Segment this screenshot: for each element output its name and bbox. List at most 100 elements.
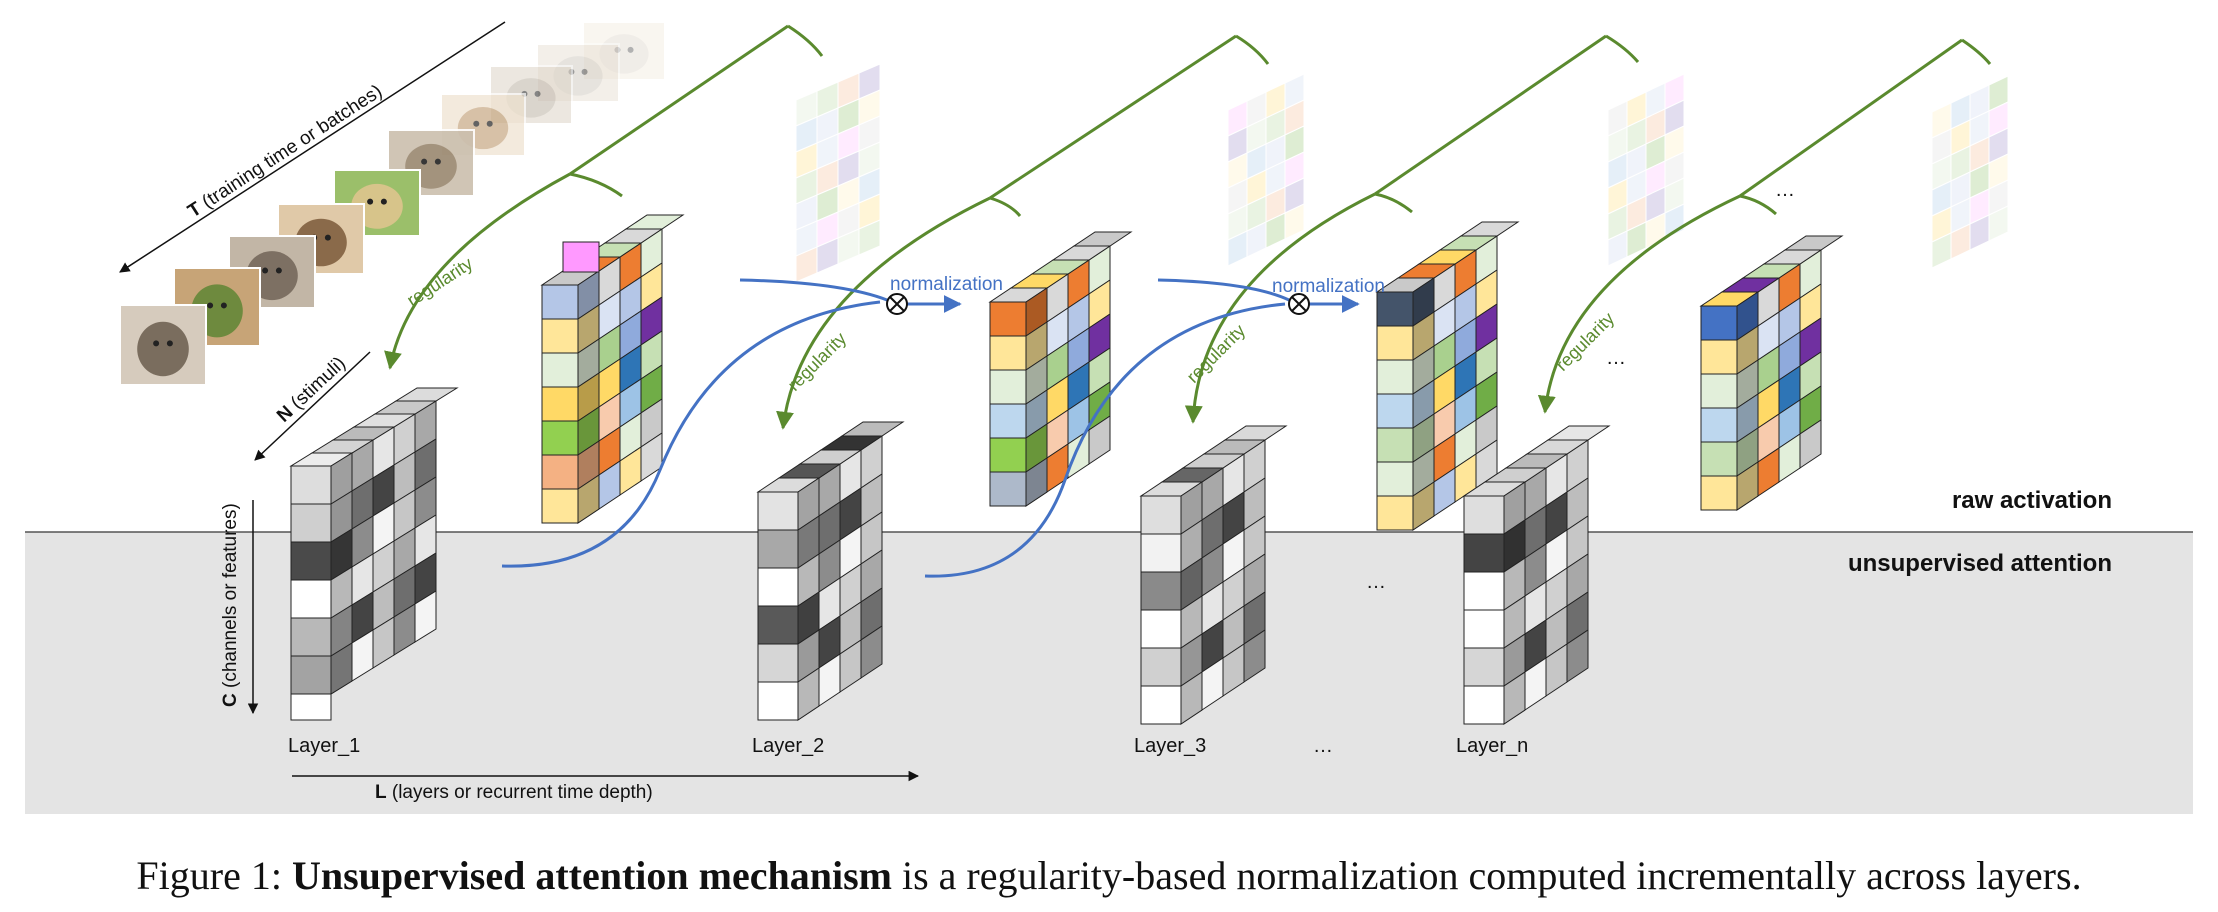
stimuli-image-stack — [119, 21, 666, 386]
faded-cell — [795, 90, 818, 127]
faded-cell — [858, 115, 881, 152]
faded-cell — [816, 237, 839, 274]
faded-cell — [1931, 180, 1952, 217]
faded-cell — [1246, 221, 1267, 258]
regularity-curve — [787, 24, 824, 57]
faded-cell — [1988, 75, 2009, 112]
block-cell — [989, 301, 1027, 337]
block-cell — [989, 369, 1027, 405]
figure-caption: Figure 1: Unsupervised attention mechani… — [0, 852, 2218, 899]
faded-cell — [1969, 136, 1990, 173]
block-cell — [290, 541, 332, 581]
faded-cell — [1645, 82, 1666, 119]
block-cell — [840, 421, 905, 437]
faded-activation-grid — [1931, 75, 2009, 269]
block-cell — [1376, 427, 1414, 463]
activation-block — [756, 421, 905, 721]
regularity-curve — [1184, 192, 1376, 424]
block-cell — [1459, 221, 1520, 237]
block-cell — [1223, 425, 1288, 441]
block-cell — [290, 465, 332, 505]
block-cell — [541, 454, 579, 490]
faded-cell — [1969, 188, 1990, 225]
faded-cell — [1246, 91, 1267, 128]
block-cell — [290, 579, 332, 619]
faded-cell — [1626, 221, 1647, 258]
faded-cell — [858, 89, 881, 126]
faded-activation-copies — [795, 63, 2009, 283]
activation-block — [1375, 221, 1520, 531]
block-cell — [989, 437, 1027, 473]
block-cell — [290, 655, 332, 695]
regularity-curves — [384, 24, 1992, 430]
faded-cell — [1607, 126, 1628, 163]
faded-cell — [795, 194, 818, 231]
normalization-curve — [1157, 278, 1290, 302]
block-cell — [1783, 235, 1844, 251]
faded-cell — [1969, 214, 1990, 251]
faded-cell — [1645, 160, 1666, 197]
faded-cell — [795, 220, 818, 257]
block-cell — [1376, 393, 1414, 429]
block-cell — [1503, 671, 1526, 725]
c-axis-label: C (channels or features) — [220, 503, 241, 707]
faded-cell — [1931, 154, 1952, 191]
faded-cell — [1969, 110, 1990, 147]
multiply-icon — [1288, 293, 1310, 315]
regularity-curve — [1961, 38, 1992, 65]
block-cell — [757, 643, 799, 683]
regularity-curve — [1605, 34, 1640, 63]
caption-prefix: Figure 1: — [136, 853, 292, 898]
activation-block — [540, 214, 685, 524]
faded-cell — [1664, 99, 1685, 136]
faded-cell — [1227, 152, 1248, 189]
faded-cell — [837, 176, 860, 213]
caption-rest: is a regularity-based normalization comp… — [892, 853, 2082, 898]
block-cell — [757, 567, 799, 607]
faded-cell — [1988, 101, 2009, 138]
faded-cell — [1607, 230, 1628, 267]
regularity-curve — [384, 172, 571, 370]
faded-cell — [1246, 143, 1267, 180]
block-cell — [1412, 481, 1435, 531]
regularity-curve — [1537, 194, 1741, 414]
normalization-curve — [924, 302, 1286, 578]
faded-cell — [1950, 93, 1971, 130]
block-cell — [1700, 441, 1738, 477]
block-cell — [1700, 305, 1738, 341]
faded-cell — [1950, 119, 1971, 156]
regularity-curve — [1739, 194, 1777, 216]
normalization-curve — [501, 300, 881, 568]
block-cell — [1072, 231, 1133, 247]
block-cell — [757, 529, 799, 569]
block-cell — [1180, 671, 1203, 725]
regularity-label: regularity — [403, 253, 476, 310]
faded-cell — [837, 202, 860, 239]
block-cell — [1140, 647, 1182, 687]
faded-cell — [1246, 117, 1267, 154]
faded-cell — [795, 168, 818, 205]
block-cell — [1736, 461, 1759, 511]
n-axis-label: N (stimuli) — [273, 353, 350, 427]
faded-cell — [1626, 117, 1647, 154]
faded-cell — [1988, 179, 2009, 216]
regularity-curve — [569, 24, 789, 176]
activation-block — [1139, 425, 1288, 725]
faded-cell — [1265, 82, 1286, 119]
block-cell — [394, 387, 459, 402]
faded-cell — [1664, 151, 1685, 188]
faded-cell — [1284, 177, 1305, 214]
faded-cell — [795, 116, 818, 153]
faded-cell — [1988, 205, 2009, 242]
block-cell — [1700, 373, 1738, 409]
faded-cell — [837, 72, 860, 109]
block-cell — [1376, 495, 1414, 531]
faded-cell — [1227, 126, 1248, 163]
faded-cell — [1969, 84, 1990, 121]
faded-cell — [1284, 203, 1305, 240]
block-cell — [1376, 461, 1414, 497]
block-cell — [989, 335, 1027, 371]
faded-cell — [1246, 195, 1267, 232]
block-cell — [1376, 291, 1414, 327]
